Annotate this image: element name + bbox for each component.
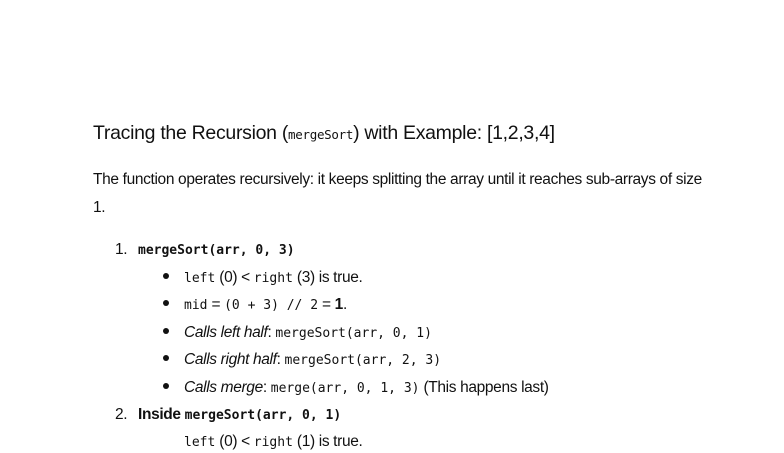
step-marker: 2.: [115, 406, 128, 423]
bullet-left-half: Calls left half: mergeSort(arr, 0, 1): [163, 323, 432, 344]
step-code: mergeSort(arr, 0, 3): [138, 243, 295, 258]
code-left: left: [184, 271, 216, 286]
code-mid: mid: [184, 298, 208, 313]
bullet-condition: left (0) < right (3) is true.: [163, 268, 363, 289]
label: Calls right half: [184, 351, 277, 368]
text: =: [207, 296, 225, 313]
step-label: Inside: [138, 406, 185, 423]
step-1: 1. mergeSort(arr, 0, 3): [115, 240, 295, 261]
code-right: right: [253, 271, 293, 286]
bullet-dot-icon: [163, 382, 169, 389]
bullet-condition: left (0) < right (1) is true.: [163, 432, 363, 453]
code-right: right: [253, 435, 293, 450]
label: Calls left half: [184, 324, 268, 341]
text: :: [276, 351, 285, 368]
heading-code: mergeSort: [288, 127, 354, 142]
bullet-dot-icon: [163, 272, 169, 279]
bullet-right-half: Calls right half: mergeSort(arr, 2, 3): [163, 350, 441, 371]
code-call: mergeSort(arr, 2, 3): [284, 353, 442, 368]
bullet-dot-icon: [163, 354, 169, 361]
text: (0) <: [215, 433, 254, 450]
text: .: [342, 296, 347, 313]
code-call: merge(arr, 0, 1, 3): [270, 381, 420, 396]
code-call: mergeSort(arr, 0, 1): [275, 326, 432, 341]
bullet-merge: Calls merge: merge(arr, 0, 1, 3) (This h…: [163, 378, 549, 399]
label: Calls merge: [184, 379, 263, 396]
text: :: [267, 324, 276, 341]
text: =: [318, 296, 335, 313]
text: (This happens last): [419, 379, 549, 396]
text: (1) is true.: [292, 433, 363, 450]
mid-value: 1: [334, 296, 344, 313]
bullet-mid: mid = (0 + 3) // 2 = 1.: [163, 295, 347, 316]
bullet-dot-icon: [163, 299, 169, 306]
step-code: mergeSort(arr, 0, 1): [184, 408, 342, 423]
text: :: [262, 379, 271, 396]
heading-suffix: ) with Example: [1,2,3,4]: [353, 122, 555, 144]
heading-prefix: Tracing the Recursion (: [93, 122, 289, 144]
code-expression: (0 + 3) // 2: [224, 298, 319, 313]
code-left: left: [184, 435, 216, 450]
step-marker: 1.: [115, 241, 128, 258]
text: (3) is true.: [292, 269, 363, 286]
intro-paragraph: The function operates recursively: it ke…: [93, 171, 702, 216]
document-page: Tracing the Recursion (mergeSort) with E…: [93, 120, 702, 450]
section-heading: Tracing the Recursion (mergeSort) with E…: [93, 120, 555, 148]
step-2: 2. Inside mergeSort(arr, 0, 1): [115, 405, 341, 426]
bullet-dot-icon: [163, 327, 169, 334]
text: (0) <: [215, 269, 254, 286]
